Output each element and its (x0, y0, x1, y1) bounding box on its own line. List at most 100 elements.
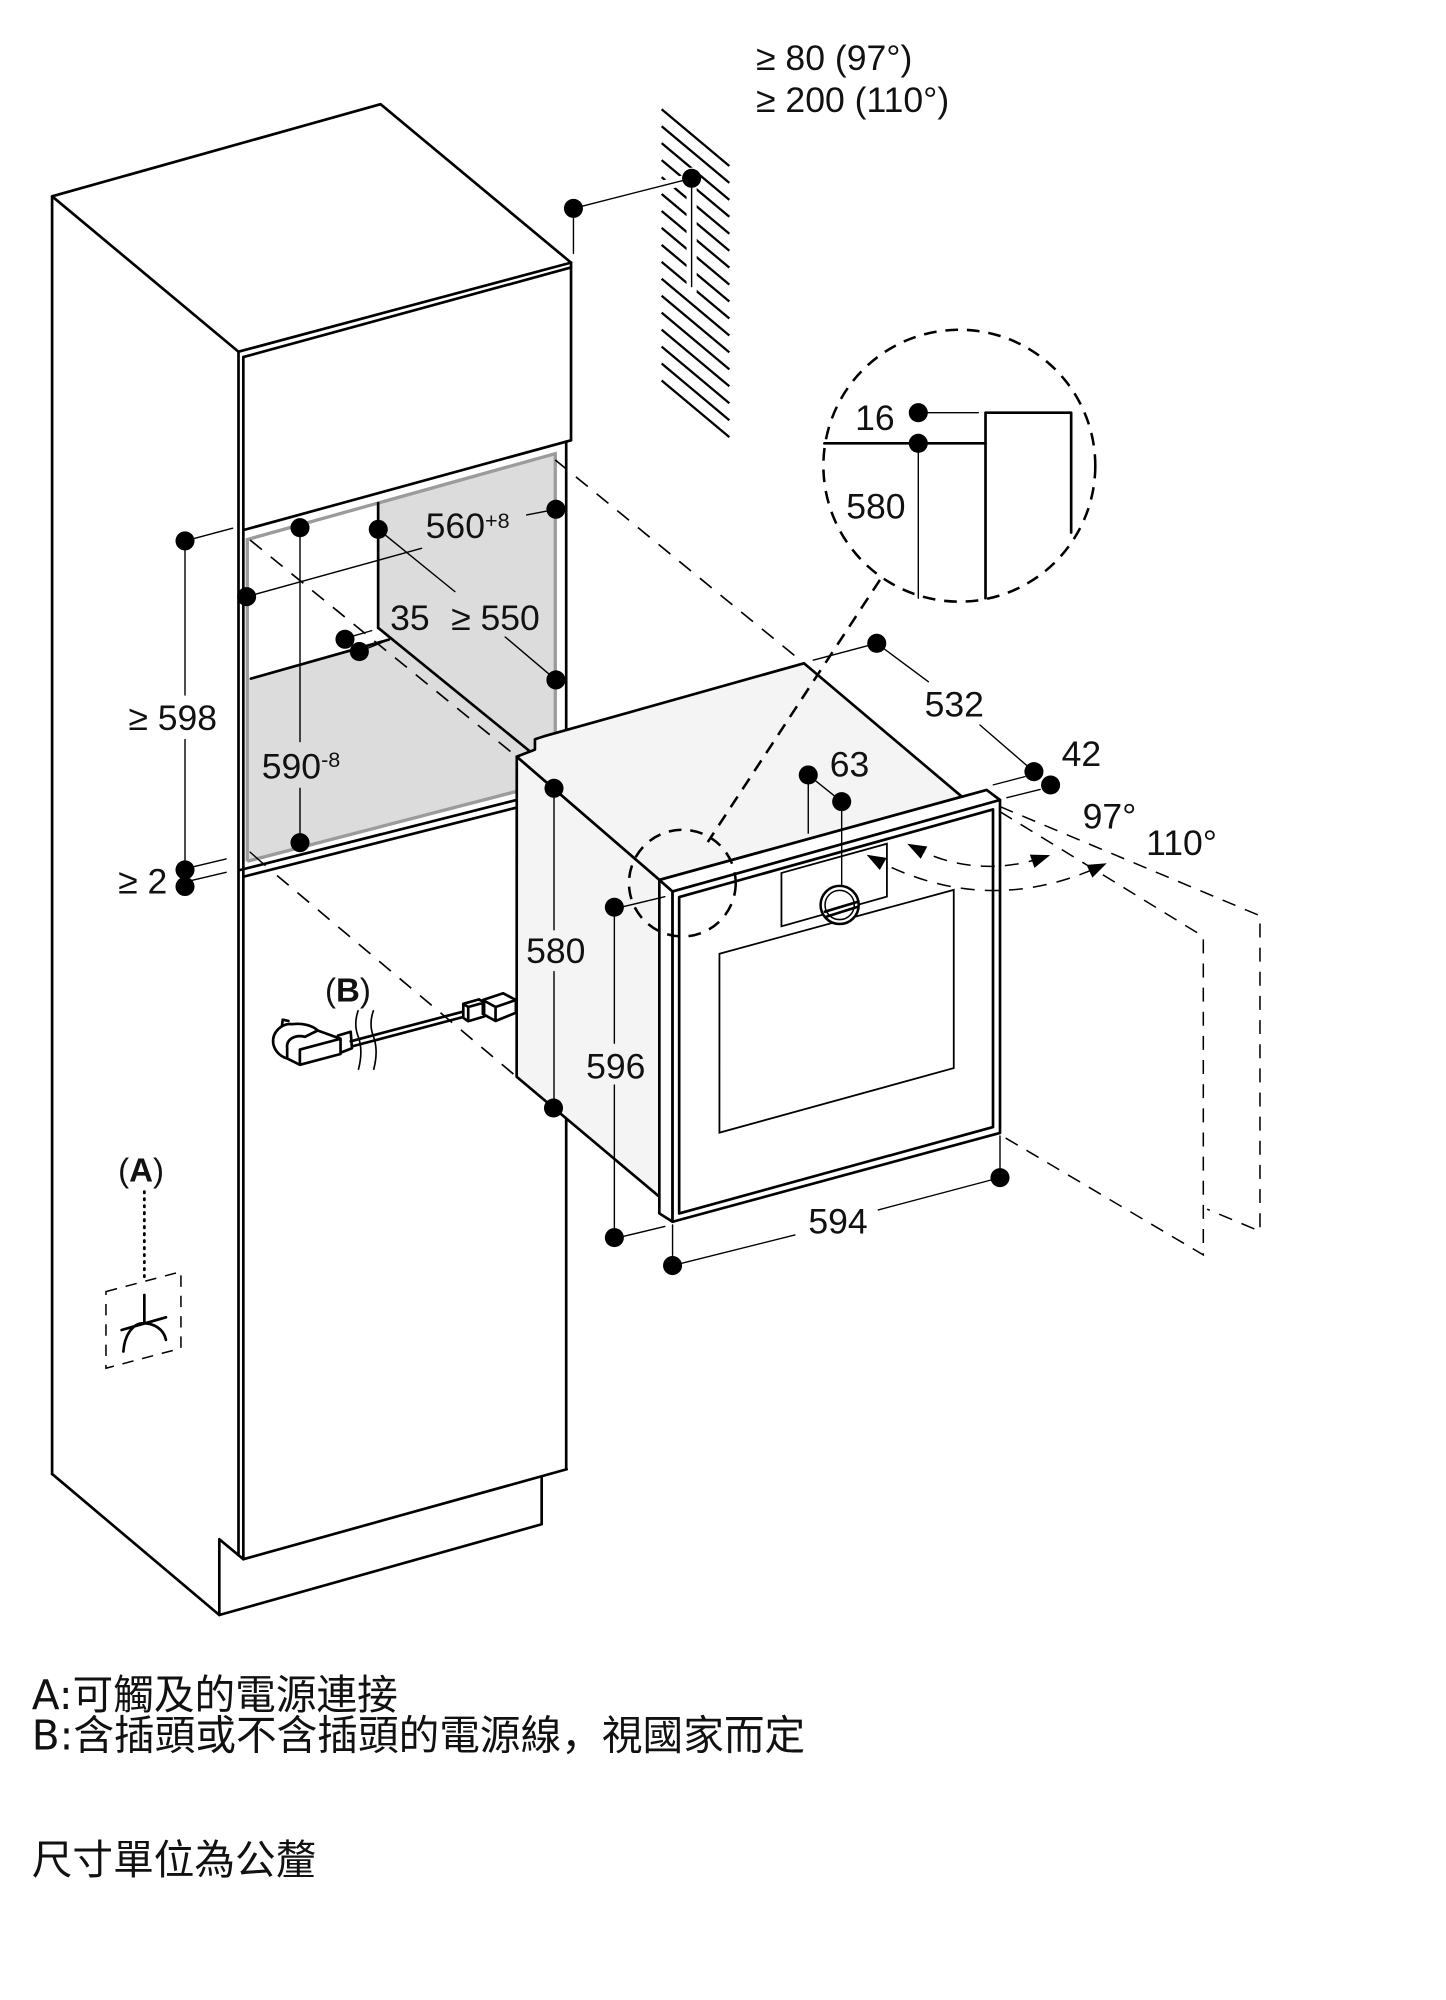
cabinet-top-front-edge (241, 266, 573, 359)
legend: A:可觸及的電源連接 B:含插頭或不含插頭的電源線，視國家而定 尺寸單位為公釐 (32, 1671, 805, 1884)
cable-break-mark (354, 1009, 377, 1071)
front-depth-extension-top (992, 775, 1026, 786)
niche-height-tolerance: -8 (321, 747, 340, 772)
detail-offset-label: 16 (855, 398, 895, 438)
niche-depth-line (377, 528, 456, 593)
niche-width-tolerance: +8 (485, 508, 510, 533)
oven-body-height-label: 580 (526, 931, 585, 971)
niche-width-value: 560 (426, 506, 485, 546)
dimension-dot (1024, 762, 1044, 782)
hatch-line (660, 108, 731, 167)
clearance-dimension-line (572, 177, 693, 210)
hatch-line (660, 379, 731, 439)
dimension-dot (604, 1228, 624, 1248)
callout-b-letter: B (336, 972, 360, 1009)
dimension-dot (604, 897, 624, 917)
hatch-line (660, 125, 731, 184)
dimension-dot (175, 860, 195, 880)
dimension-dot (546, 670, 566, 690)
arc-110-start-arrow (866, 854, 887, 871)
front-height-extension-top (622, 895, 666, 908)
detail-height-label: 580 (846, 486, 905, 526)
niche-height-label: 590-8 (262, 746, 341, 786)
front-depth-extension-bottom (1006, 788, 1041, 799)
dimension-dot (546, 499, 566, 519)
callout-a: (A) (118, 1152, 164, 1189)
detail-circle (822, 328, 1097, 603)
dimension-dot (832, 792, 852, 812)
dimension-dot (349, 642, 369, 662)
niche (238, 451, 568, 879)
guide-line-top-right (554, 459, 805, 664)
insertion-guides (249, 459, 805, 1078)
hatch-line (660, 362, 731, 422)
dimension-dot (908, 433, 928, 453)
swing-arc-97 (911, 845, 1047, 868)
knob-handle (823, 900, 860, 918)
shelf-front-edge-bottom (241, 793, 568, 879)
dimension-dot (237, 587, 257, 607)
niche-depth-line (504, 636, 557, 681)
dimension-dot (368, 519, 388, 539)
callout-b-close: ) (360, 972, 371, 1009)
front-width-line (877, 1176, 1001, 1211)
shelf-front-edge-top (238, 786, 568, 872)
detail-leader-line (706, 579, 881, 843)
connector-icon (461, 991, 518, 1023)
niche-depth-label: ≥ 550 (451, 598, 540, 638)
clearance-110-label: ≥ 200 (110°) (756, 80, 949, 120)
dimension-dot (544, 778, 564, 798)
lower-door-bottom-edge (241, 1467, 569, 1561)
power-outlet (105, 1190, 182, 1370)
niche-outline (245, 451, 557, 863)
cable (349, 1010, 467, 1048)
niche-floor-edge (376, 626, 534, 755)
front-height-label: 596 (586, 1046, 645, 1086)
gap-extension-top (190, 858, 227, 869)
callout-a-letter: A (129, 1152, 153, 1189)
niche-height-value: 590 (262, 746, 321, 786)
dimension-dot (175, 877, 195, 897)
front-width-label: 594 (808, 1201, 867, 1241)
detail-source-circle (627, 828, 737, 938)
callout-b-open: ( (325, 972, 336, 1009)
niche-width-label: 560+8 (426, 506, 510, 546)
power-cable (271, 991, 518, 1071)
oven-frame-side (658, 878, 674, 1224)
door-outline-110 (999, 805, 1261, 1233)
control-offset-label: 63 (830, 744, 870, 784)
callout-a-open: ( (118, 1152, 129, 1189)
opening-height-label: ≥ 598 (128, 698, 217, 738)
plinth (217, 1476, 544, 1617)
dimension-dot (663, 1256, 683, 1276)
dimension-dot (175, 531, 195, 551)
body-depth-extension (812, 642, 878, 661)
dimension-dot (867, 633, 887, 653)
legend-item-b: B:含插頭或不含插頭的電源線，視國家而定 (32, 1712, 805, 1760)
detail-inset (627, 328, 1097, 938)
door-angle-110-label: 110° (1146, 823, 1217, 863)
outlet-box-dashed (105, 1270, 182, 1370)
door-swing (866, 805, 1261, 1257)
niche-width-line (245, 547, 423, 598)
rear-step-label: 35 (390, 598, 430, 638)
labels: ≥ 80 (97°) ≥ 200 (110°) 560+8 35 ≥ 550 ≥… (118, 38, 1217, 1241)
wall-hatch (660, 108, 731, 439)
oven-knob (819, 884, 860, 926)
gap-below-label: ≥ 2 (118, 861, 167, 901)
dimension-dot (1041, 775, 1061, 795)
oven-window (718, 888, 955, 1134)
dimension-dot (335, 629, 355, 649)
dimension-dot (290, 833, 310, 853)
front-depth-label: 42 (1062, 734, 1102, 774)
dimension-dot (563, 198, 583, 218)
callout-a-close: ) (153, 1152, 164, 1189)
arc-110-end-arrow (1086, 863, 1107, 878)
hatch-line (660, 345, 731, 405)
front-height-extension-bottom (622, 1225, 666, 1238)
detail-oven-frame (984, 411, 1073, 600)
clearance-97-label: ≥ 80 (97°) (756, 38, 912, 78)
dimension-dot (543, 1098, 564, 1118)
knob-outer-ring (819, 884, 860, 926)
